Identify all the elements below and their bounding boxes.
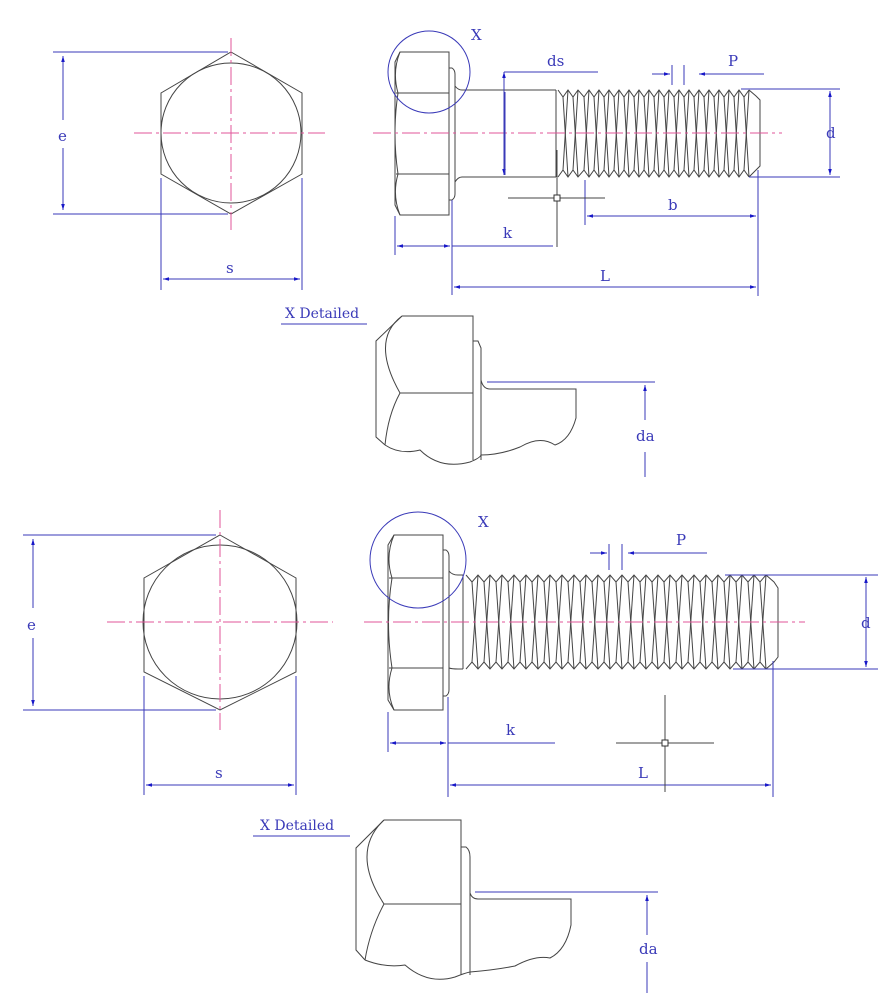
x-label-1: X: [471, 26, 482, 44]
b-dimension-label: b: [668, 196, 678, 214]
p-dimension-label-2: P: [676, 531, 686, 549]
x-detailed-view-1: X Detailed da: [281, 306, 655, 477]
bolt-side-view-1: X ds P d b k: [373, 26, 840, 296]
d-dimension-label: d: [826, 124, 836, 142]
x-detailed-title-1: X Detailed: [285, 306, 359, 322]
p-dimension-label: P: [728, 52, 738, 70]
crosshair-cursor-2: [616, 695, 714, 792]
e-dimension-label-2: e: [27, 616, 36, 634]
detail-x-circle-2: [369, 511, 467, 609]
thread-2: [462, 574, 779, 670]
l-dimension-label: L: [600, 267, 610, 285]
d-dimension-label-2: d: [861, 614, 871, 632]
e-dimension-label: e: [58, 127, 67, 145]
s-dimension-label: s: [226, 259, 234, 277]
k-dimension-label: k: [503, 224, 513, 242]
ds-dimension-label: ds: [547, 52, 564, 70]
x-label-2: X: [478, 513, 489, 531]
drawing-2: e s: [23, 510, 878, 993]
bolt-side-view-2: X P d k L: [364, 511, 878, 797]
x-detailed-view-2: X Detailed da: [253, 818, 658, 993]
x-detailed-title-2: X Detailed: [260, 818, 334, 834]
drawing-1: e s: [53, 26, 840, 477]
hex-end-view-1: e s: [53, 38, 325, 290]
crosshair-cursor-1: [508, 150, 605, 247]
s-dimension-label-2: s: [215, 764, 223, 782]
k-dimension-label-2: k: [506, 721, 516, 739]
l-dimension-label-2: L: [638, 764, 648, 782]
da-dimension-label-1: da: [636, 427, 655, 445]
hex-end-view-2: e s: [23, 510, 333, 795]
detail-x-circle-1: [387, 30, 471, 114]
da-dimension-label-2: da: [639, 940, 658, 958]
